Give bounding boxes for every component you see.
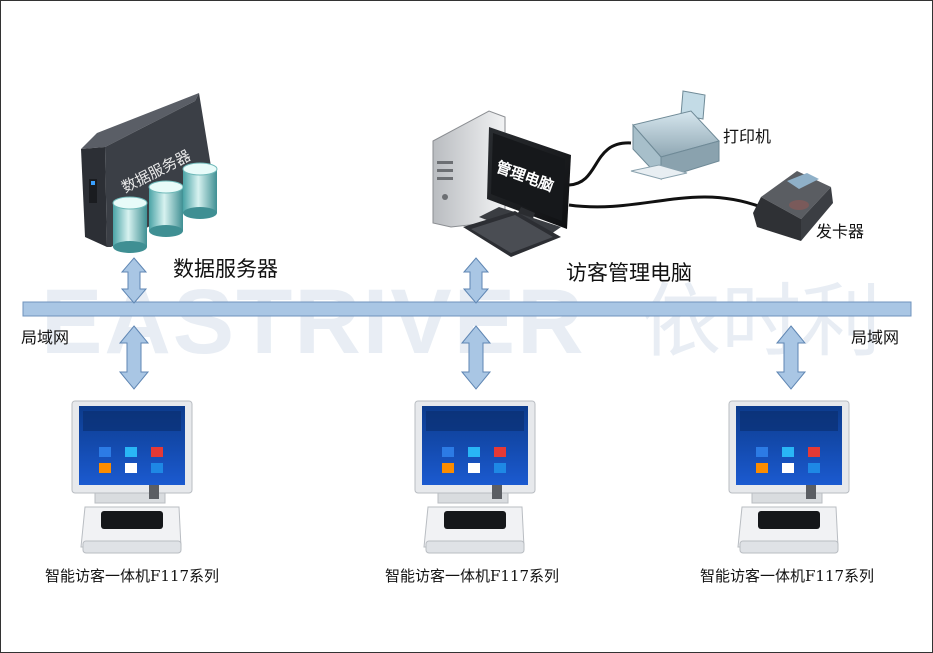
kiosk-label-2: 智能访客一体机F117系列 xyxy=(385,567,560,585)
watermark: EASTRIVER 依时利 xyxy=(41,271,881,373)
arrow-bus-kiosk-1 xyxy=(118,325,150,390)
lan-bus xyxy=(22,301,912,317)
printer-label: 打印机 xyxy=(723,127,772,146)
printer-illustration xyxy=(630,90,720,181)
pc-label: 访客管理电脑 xyxy=(566,261,692,285)
lan-label-left: 局域网 xyxy=(21,328,70,347)
lan-label-right: 局域网 xyxy=(851,328,900,347)
arrow-pc-bus xyxy=(462,257,490,304)
database-cylinders xyxy=(112,162,218,253)
arrow-server-bus xyxy=(120,257,148,304)
kiosk-label-3: 智能访客一体机F117系列 xyxy=(700,567,875,585)
card-issuer-label: 发卡器 xyxy=(816,222,865,241)
kiosk-label-1: 智能访客一体机F117系列 xyxy=(45,567,220,585)
visitor-kiosk-1 xyxy=(71,400,193,554)
management-pc-illustration: 管理电脑 xyxy=(432,110,571,257)
server-label: 数据服务器 xyxy=(173,257,278,281)
visitor-kiosk-2 xyxy=(414,400,536,554)
data-server-illustration: 数据服务器 xyxy=(81,93,218,253)
cable-pc-printer xyxy=(568,141,632,187)
arrow-bus-kiosk-2 xyxy=(460,325,492,390)
watermark-cn-text: 依时利 xyxy=(641,275,881,368)
card-issuer-illustration xyxy=(753,171,833,241)
visitor-kiosk-3 xyxy=(728,400,850,554)
arrow-bus-kiosk-3 xyxy=(775,325,807,390)
cable-pc-card-issuer xyxy=(568,195,762,209)
watermark-latin-text: EASTRIVER xyxy=(41,271,586,373)
